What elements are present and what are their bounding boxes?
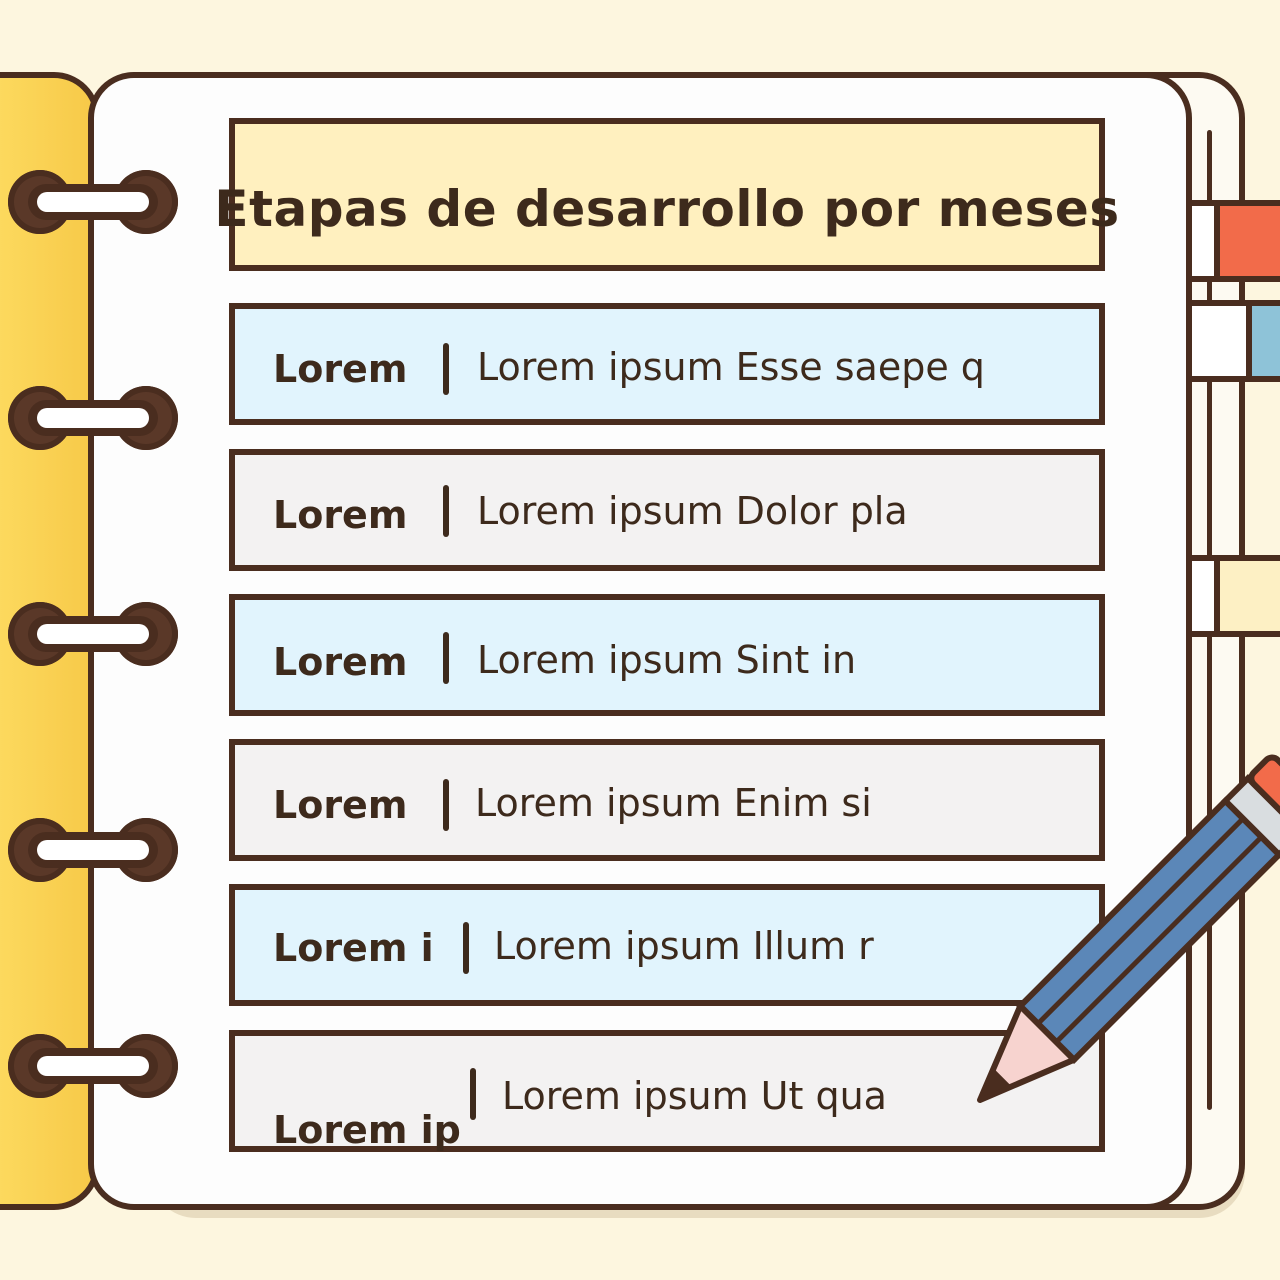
page-title: Etapas de desarrollo por meses <box>214 179 1120 238</box>
row-separator <box>443 343 449 395</box>
timeline-row: Lorem Lorem ipsum Enim si <box>229 739 1105 861</box>
row-label: Lorem <box>273 640 408 684</box>
row-label: Lorem <box>273 783 408 827</box>
title-box: Etapas de desarrollo por meses <box>214 118 1119 271</box>
bookmark-tab-icon <box>1246 300 1280 382</box>
row-text: Lorem ipsum Ut qua <box>502 1074 887 1118</box>
row-label: Lorem ip <box>273 1108 461 1152</box>
spiral-ring-icon <box>8 386 178 450</box>
bookmark-tab-icon <box>1214 200 1280 282</box>
row-separator <box>470 1068 476 1120</box>
row-text: Lorem ipsum Dolor pla <box>477 489 908 533</box>
pencil-icon <box>977 754 1280 1103</box>
row-text: Lorem ipsum Enim si <box>475 781 872 825</box>
spiral-ring-icon <box>8 170 178 234</box>
row-text: Lorem ipsum Sint in <box>477 638 857 682</box>
row-label: Lorem <box>273 493 408 537</box>
bookmark-tab-icon <box>1214 555 1280 637</box>
spiral-ring-icon <box>8 1034 178 1098</box>
timeline-row: Lorem Lorem ipsum Esse saepe q <box>229 303 1105 425</box>
timeline-row: Lorem Lorem ipsum Sint in <box>229 594 1105 716</box>
row-label: Lorem <box>273 347 408 391</box>
spiral-ring-icon <box>8 818 178 882</box>
row-text: Lorem ipsum Illum r <box>494 924 874 968</box>
spiral-ring-icon <box>8 602 178 666</box>
timeline-row: Lorem Lorem ipsum Dolor pla <box>229 449 1105 571</box>
row-text: Lorem ipsum Esse saepe q <box>477 345 985 389</box>
timeline-row: Lorem ip Lorem ipsum Ut qua <box>229 1030 1105 1152</box>
row-separator <box>443 632 449 684</box>
back-page-line <box>1207 415 1212 1110</box>
row-label: Lorem i <box>273 926 434 970</box>
row-separator <box>463 922 469 974</box>
timeline-row: Lorem i Lorem ipsum Illum r <box>229 884 1105 1006</box>
row-separator <box>443 485 449 537</box>
row-separator <box>443 779 449 831</box>
